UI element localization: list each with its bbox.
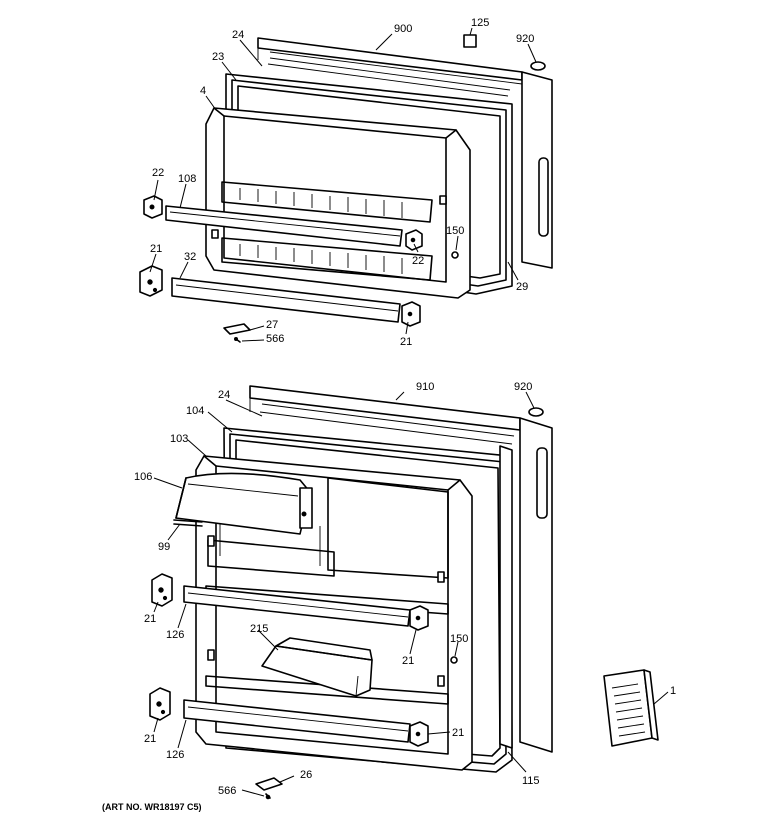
hinge-shim-26 [255,777,283,791]
label-21-left-lower: 21 [144,733,156,745]
label-126-upper: 126 [166,629,184,641]
inner-liner-4 [205,107,471,299]
label-99: 99 [158,541,170,553]
label-32: 32 [184,251,196,263]
clip-125 [463,34,477,48]
bracket-22-right [405,229,423,251]
screw-150-top [451,251,459,259]
label-24-bottom: 24 [218,389,230,401]
shelf-bar-126-lower [183,699,411,743]
label-900: 900 [394,23,412,35]
hinge-shim-27 [223,323,251,335]
label-920-top: 920 [516,33,534,45]
label-26: 26 [300,769,312,781]
screw-566-bottom [265,793,271,800]
leader-lines [149,27,669,797]
callout-labels-bottom: 910 920 24 104 103 106 99 21 126 215 150… [134,381,676,797]
label-1: 1 [670,685,676,697]
plug-920-top [530,61,546,71]
label-21-right-top: 21 [400,336,412,348]
shelf-bar-32 [171,277,401,323]
art-number: (ART NO. WR18197 C5) [102,802,202,812]
label-150-top: 150 [446,225,464,237]
outer-door-panel-900 [257,37,553,269]
label-104: 104 [186,405,204,417]
bracket-21-left-top [139,265,163,297]
egg-bin-215 [261,637,373,697]
label-106: 106 [134,471,152,483]
label-21-right-upper: 21 [402,655,414,667]
label-22-right: 22 [412,255,424,267]
dairy-hinge-99 [173,519,203,527]
bracket-22-left [143,195,163,219]
label-27: 27 [266,319,278,331]
outer-door-panel-910 [249,385,553,753]
label-21-right-lower: 21 [452,727,464,739]
top-door-assembly [139,34,553,343]
label-108: 108 [178,173,196,185]
label-115: 115 [522,775,540,787]
bottom-door-assembly [149,385,659,800]
screw-150-bottom [450,656,458,664]
bracket-21-right-top [401,301,421,327]
lower-shelf-ribs [221,237,433,281]
label-29: 29 [516,281,528,293]
bracket-21-right-lower [409,721,429,747]
label-566-top: 566 [266,333,284,345]
bracket-21-left-lower [149,687,171,721]
callout-labels-top: 900 125 920 24 23 4 22 108 150 22 21 32 … [150,17,534,348]
label-22-left: 22 [152,167,164,179]
shelf-bar-126-upper [183,585,411,627]
label-4: 4 [200,85,206,97]
label-215: 215 [250,623,268,635]
upper-shelf-ribs [221,181,433,223]
label-910: 910 [416,381,434,393]
shelf-bar-108 [165,205,403,247]
label-125: 125 [471,17,489,29]
dairy-door-106 [175,472,313,535]
trim-strip-115 [499,445,513,749]
manual-booklet-1 [603,669,659,747]
label-23: 23 [212,51,224,63]
label-150-bottom: 150 [450,633,468,645]
label-126-lower: 126 [166,749,184,761]
label-103: 103 [170,433,188,445]
label-21-left-upper: 21 [144,613,156,625]
screw-566-top [234,337,241,343]
label-920-bottom: 920 [514,381,532,393]
bracket-21-right-upper [409,605,429,631]
label-24-top: 24 [232,29,244,41]
label-21-left-top: 21 [150,243,162,255]
plug-920-bottom [528,407,544,417]
bracket-21-left-upper [151,573,173,607]
label-566-bottom: 566 [218,785,236,797]
